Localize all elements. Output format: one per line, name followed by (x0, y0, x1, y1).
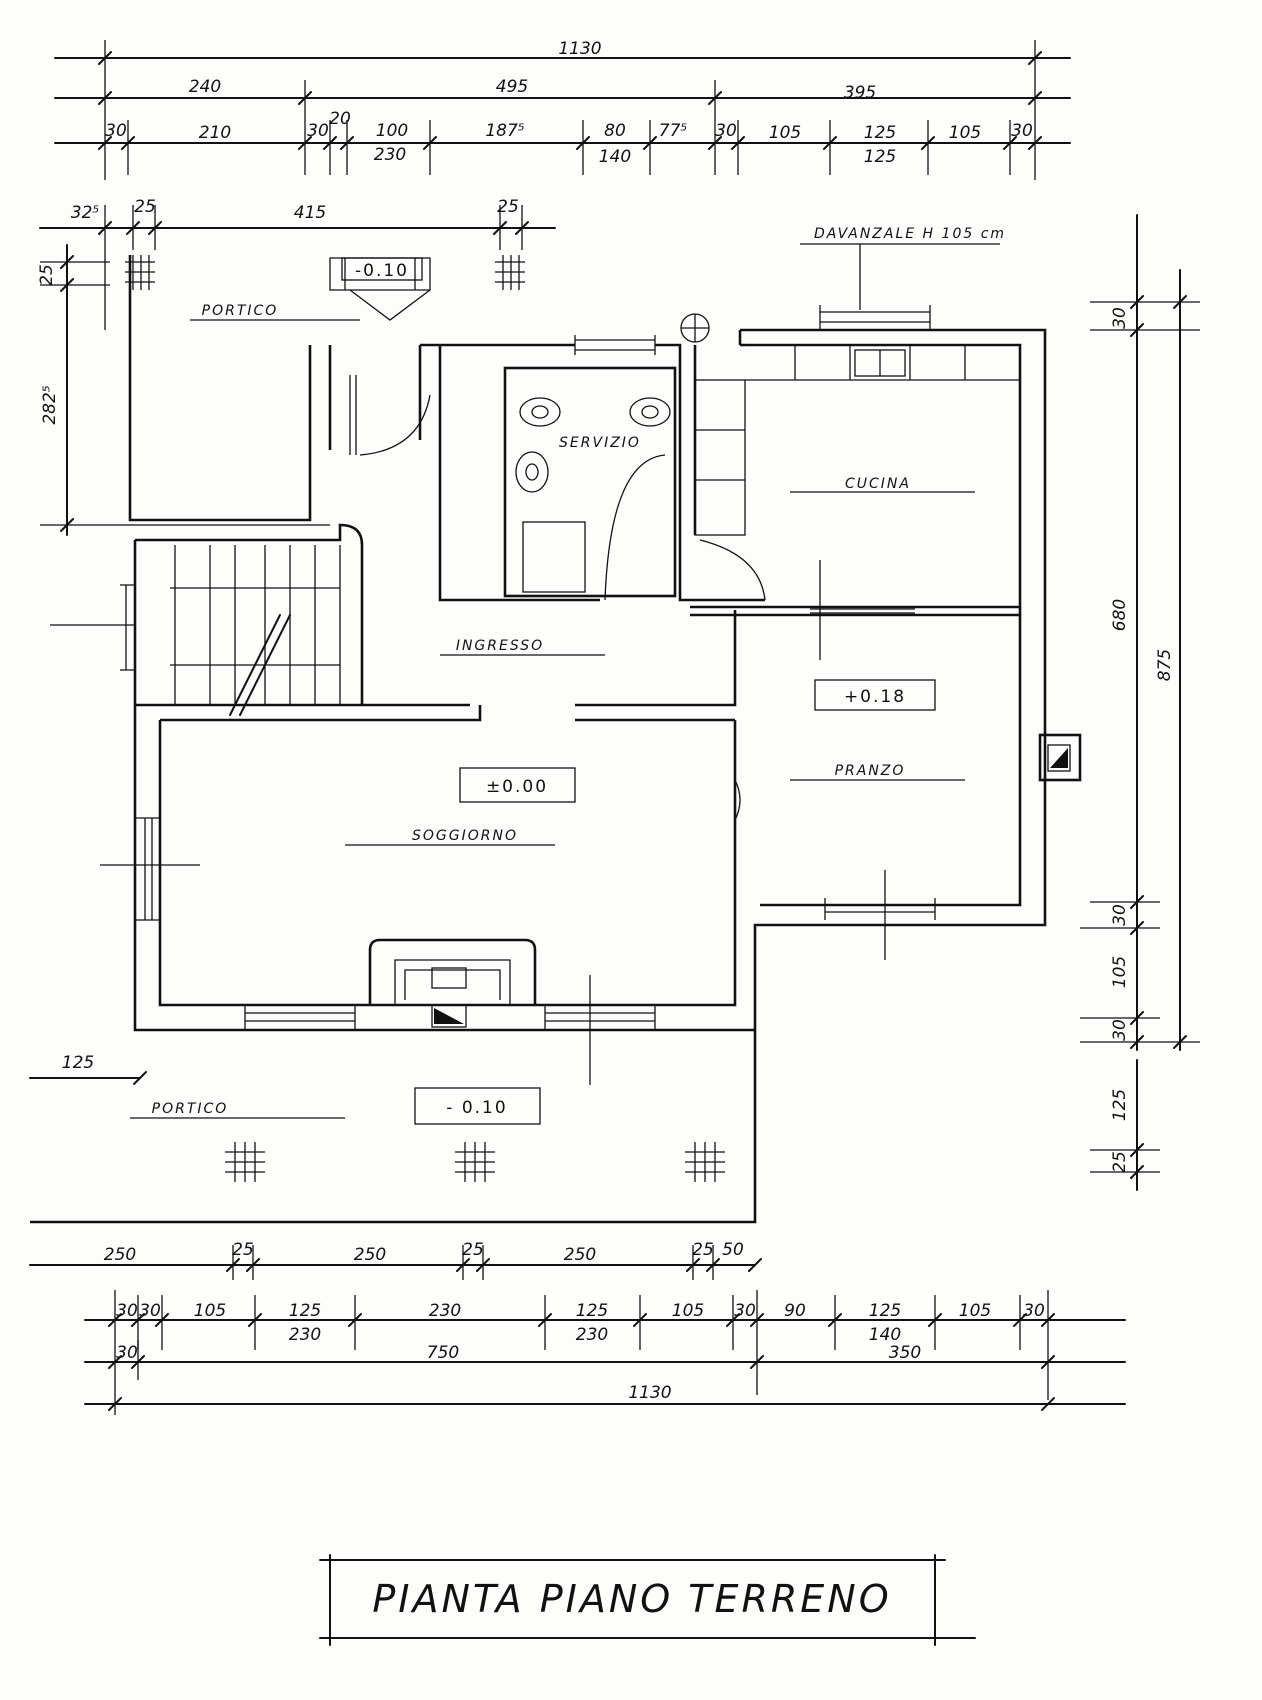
level-portico-bottom: - 0.10 (446, 1098, 507, 1118)
dim-right-30a: 30 (1110, 307, 1130, 329)
walls (30, 255, 1047, 1224)
dim-b1-125b: 125 (576, 1301, 608, 1321)
label-servizio: SERVIZIO (559, 435, 641, 451)
columns (125, 255, 725, 1182)
dim-b1-140: 140 (869, 1325, 901, 1345)
dim-b1-30d: 30 (1023, 1301, 1045, 1321)
dim-b2-350: 350 (889, 1343, 921, 1363)
bottom-dimension-chains: 125 250 25 250 25 250 25 50 30 30 105 12 (29, 1053, 1126, 1415)
staircase (170, 545, 341, 716)
chimney (1038, 733, 1082, 782)
dim-top-395: 395 (844, 83, 876, 103)
dim-bottom-250c: 250 (564, 1245, 596, 1265)
dim-b2-750: 750 (427, 1343, 459, 1363)
dim-top-105a: 105 (769, 123, 801, 143)
dim-b1-230c: 230 (576, 1325, 608, 1345)
dim-bottom-25b: 25 (462, 1240, 484, 1260)
label-pranzo: PRANZO (835, 763, 906, 779)
windows (50, 257, 936, 1085)
dim-bottom-250b: 250 (354, 1245, 386, 1265)
title-block: PIANTA PIANO TERRENO (319, 1554, 976, 1646)
dim-b1-90: 90 (784, 1301, 806, 1321)
dim-bottom-25a: 25 (232, 1240, 254, 1260)
label-portico-bottom: PORTICO (152, 1101, 229, 1117)
dim-bottom-50: 50 (722, 1240, 744, 1260)
dim-top-20: 20 (329, 109, 351, 129)
dim-b1-105b: 105 (672, 1301, 704, 1321)
fireplace (368, 938, 537, 1028)
dim-top-30b: 30 (307, 121, 329, 141)
level-soggiorno: ±0.00 (486, 777, 548, 797)
dim-right-125: 125 (1110, 1089, 1130, 1121)
portico-dimensions: 32⁵ 25 415 25 (39, 197, 556, 330)
right-dimensions: 30 680 875 30 105 30 125 25 (1080, 214, 1200, 1191)
dim-portico-415: 415 (294, 203, 326, 223)
dim-b1-230a: 230 (289, 1325, 321, 1345)
dim-b1-30a: 30 (116, 1301, 138, 1321)
dim-top-125a: 125 (864, 123, 896, 143)
dim-left-25: 25 (37, 264, 57, 286)
dim-top-30d: 30 (1011, 121, 1033, 141)
dim-right-105: 105 (1110, 956, 1130, 988)
dim-top-30c: 30 (715, 121, 737, 141)
davanzale-note: DAVANZALE H 105 cm (800, 226, 1006, 310)
dim-top-775: 77⁵ (659, 121, 688, 141)
level-markers: -0.10 +0.18 ±0.00 - 0.10 (341, 257, 936, 1125)
dim-top-105b: 105 (949, 123, 981, 143)
level-portico-top: -0.10 (355, 261, 409, 281)
dim-bottom-25c: 25 (692, 1240, 714, 1260)
level-pranzo: +0.18 (844, 687, 906, 707)
dim-top-210: 210 (199, 123, 231, 143)
label-ingresso: INGRESSO (456, 638, 544, 654)
dim-top-80: 80 (604, 121, 626, 141)
dim-top-125b: 125 (864, 147, 896, 167)
dim-bottom-250a: 250 (104, 1245, 136, 1265)
left-dimensions: 25 282⁵ (37, 244, 330, 536)
dim-portico-25a: 25 (134, 197, 156, 217)
label-soggiorno: SOGGIORNO (412, 828, 518, 844)
bathroom-fixtures (515, 397, 671, 601)
fixtures (50, 255, 1082, 1182)
dim-total-bottom: 1130 (628, 1383, 671, 1403)
dim-top-140: 140 (599, 147, 631, 167)
dim-b1-125a: 125 (289, 1301, 321, 1321)
dim-top-230: 230 (374, 145, 406, 165)
dim-b1-125c: 125 (869, 1301, 901, 1321)
dim-b1-230b: 230 (429, 1301, 461, 1321)
dim-right-875: 875 (1155, 649, 1175, 681)
dim-right-30b: 30 (1110, 904, 1130, 926)
dim-top-495: 495 (496, 77, 528, 97)
dim-top-240: 240 (189, 77, 221, 97)
dim-portico-25b: 25 (497, 197, 519, 217)
dim-top-100: 100 (376, 121, 408, 141)
dim-b1-30c: 30 (734, 1301, 756, 1321)
top-dimension-chains: 1130 240 495 395 30 210 30 20 100 230 18… (54, 39, 1071, 180)
dim-total-top: 1130 (558, 39, 601, 59)
dim-bottom-125: 125 (62, 1053, 94, 1073)
dim-top-30a: 30 (105, 121, 127, 141)
dim-b1-30b: 30 (139, 1301, 161, 1321)
kitchen-counter (694, 345, 1020, 536)
label-cucina: CUCINA (845, 476, 911, 492)
dim-right-30c: 30 (1110, 1019, 1130, 1041)
room-labels: PORTICO SERVIZIO CUCINA INGRESSO PRANZO … (130, 303, 975, 1119)
dim-b2-30: 30 (116, 1343, 138, 1363)
davanzale-label: DAVANZALE H 105 cm (814, 226, 1006, 242)
dim-left-2825: 282⁵ (40, 385, 60, 424)
dim-portico-325: 32⁵ (71, 203, 100, 223)
dim-right-25: 25 (1110, 1151, 1130, 1173)
drawing-title: PIANTA PIANO TERRENO (372, 1577, 891, 1621)
dim-top-1875: 187⁵ (485, 121, 524, 141)
dim-b1-105c: 105 (959, 1301, 991, 1321)
dim-b1-105a: 105 (194, 1301, 226, 1321)
dim-right-680: 680 (1110, 599, 1130, 631)
label-portico-top: PORTICO (202, 303, 279, 319)
